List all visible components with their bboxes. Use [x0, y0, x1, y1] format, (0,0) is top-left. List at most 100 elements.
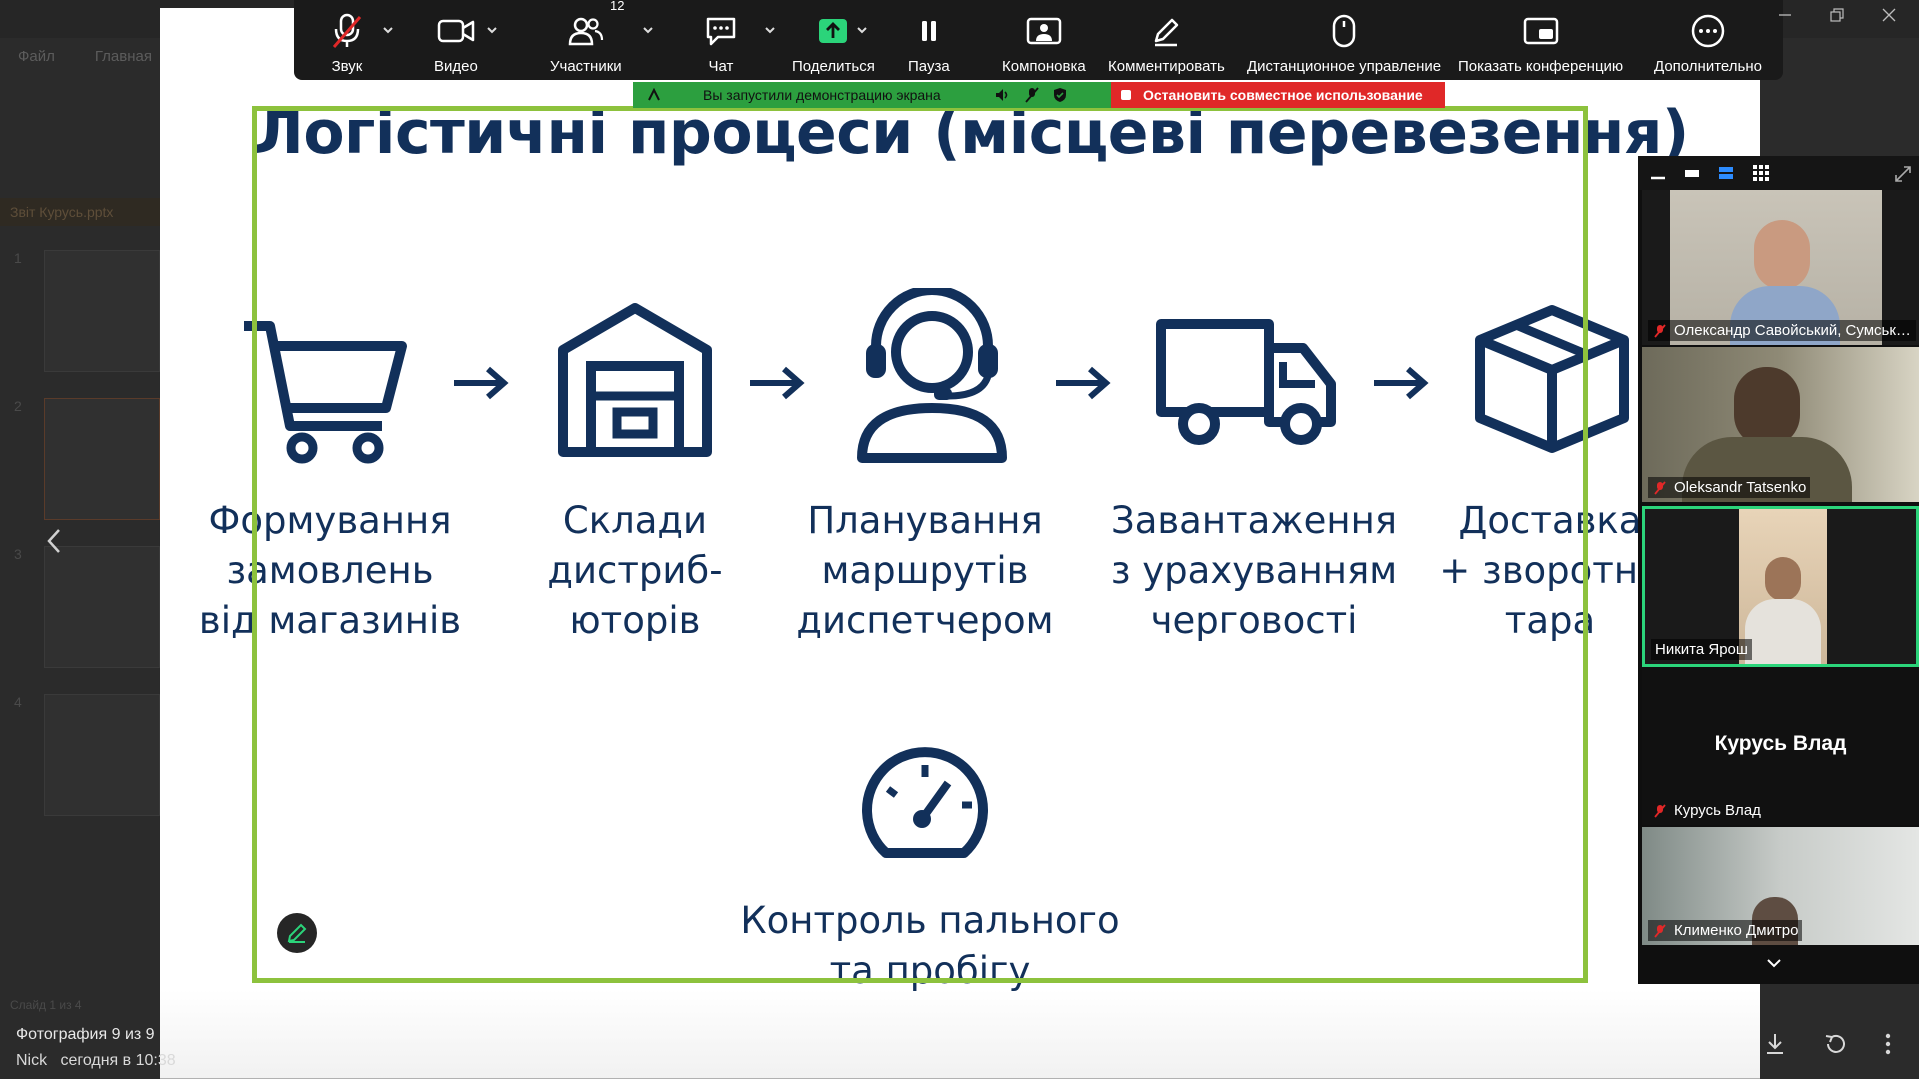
remote-control-button[interactable]: Дистанционное управление [1247, 12, 1441, 75]
share-screen-icon [819, 19, 848, 43]
share-status-icon [648, 88, 660, 101]
layout-button[interactable]: Компоновка [1002, 12, 1086, 75]
participant-name: Oleksandr Tatsenko [1648, 477, 1811, 498]
microphone-muted-icon [1654, 324, 1666, 338]
participant-display-name: Курусь Влад [1714, 732, 1847, 755]
slide-thumbnail[interactable] [44, 694, 160, 816]
participant-name: Никита Ярош [1651, 639, 1752, 660]
ppt-file-tab: Звіт Курусь.pptx [0, 198, 160, 226]
download-icon[interactable] [1764, 1032, 1786, 1061]
slide-thumbnail[interactable] [44, 250, 160, 372]
more-dots-icon [1691, 14, 1725, 48]
ppt-menu: Файл Главная [0, 48, 152, 78]
step-orders: Формування замовлень від магазинів [198, 499, 462, 642]
participant-tile[interactable]: Клименко Дмитро [1642, 827, 1919, 945]
thumb-number: 2 [14, 398, 22, 414]
ppt-status: Слайд 1 из 4 [10, 998, 82, 1012]
thumb-number: 4 [14, 694, 22, 710]
microphone-muted-icon [1654, 804, 1666, 818]
truck-icon [1155, 318, 1340, 453]
step-fuel-control: Контроль пального та пробігу [740, 899, 1120, 992]
arrow-right-icon [1056, 366, 1111, 400]
video-camera-icon [437, 19, 475, 43]
previous-photo-icon[interactable] [44, 526, 64, 564]
step-warehouses: Склади дистриб- юторів [547, 499, 723, 642]
annotate-button[interactable]: Комментировать [1108, 12, 1225, 75]
viewer-caption: Фотография 9 из 9 Nick сегодня в 10:38 [16, 1022, 176, 1074]
share-status-text: Вы запустили демонстрацию экрана [703, 87, 941, 103]
zoom-toolbar: Звук Видео Участники 12 [294, 0, 1783, 80]
viewer-bottom-fade [160, 990, 1760, 1079]
chevron-down-icon[interactable] [642, 24, 654, 36]
participant-name: Курусь Влад [1648, 800, 1765, 821]
video-button[interactable]: Видео [434, 12, 478, 75]
show-meeting-button[interactable]: Показать конференцию [1458, 12, 1623, 75]
mouse-icon [1332, 14, 1356, 48]
stop-share-button[interactable]: Остановить совместное использование [1111, 82, 1445, 108]
photo-slide: Логістичні процеси (місцеві перевезення)… [160, 8, 1760, 1078]
shield-icon[interactable] [1053, 87, 1067, 103]
chevron-down-icon[interactable] [486, 24, 498, 36]
participant-video [1642, 347, 1919, 502]
participant-tile[interactable]: Курусь Влад Курусь Влад [1642, 670, 1919, 825]
participants-button[interactable]: Участники [550, 12, 622, 75]
participant-tile-active[interactable]: Никита Ярош [1642, 506, 1919, 667]
restore-icon[interactable] [1830, 8, 1844, 27]
participant-name: Клименко Дмитро [1648, 920, 1803, 941]
box-icon [1472, 304, 1632, 459]
participant-tile[interactable]: Олександр Савойський, Сумськи... [1642, 190, 1919, 345]
minimize-panel-icon[interactable] [1650, 168, 1666, 180]
chevron-down-icon[interactable] [1764, 956, 1784, 970]
speaker-view-icon[interactable] [1684, 167, 1700, 179]
microphone-muted-icon [1654, 924, 1666, 938]
pause-share-button[interactable]: Пауза [908, 12, 950, 75]
step-route-planning: Планування маршрутів диспетчером [796, 499, 1054, 642]
participant-tile[interactable]: Oleksandr Tatsenko [1642, 347, 1919, 502]
step-loading: Завантаження з урахуванням черговості [1110, 499, 1398, 642]
microphone-muted-icon[interactable] [1025, 87, 1039, 103]
pencil-icon [287, 923, 307, 943]
speaker-icon[interactable] [995, 88, 1011, 102]
pause-icon [921, 21, 936, 41]
sender-name: Nick [16, 1052, 48, 1069]
annotate-pen-button[interactable] [277, 913, 317, 953]
share-frame [252, 106, 1588, 983]
warehouse-icon [555, 300, 715, 465]
photo-counter: Фотография 9 из 9 [16, 1026, 155, 1043]
close-icon[interactable] [1882, 8, 1896, 27]
thumb-number: 1 [14, 250, 22, 266]
ppt-menu-file[interactable]: Файл [18, 48, 55, 65]
arrow-right-icon [1374, 366, 1429, 400]
sent-time: сегодня в 10:38 [60, 1052, 176, 1069]
stop-square-icon [1121, 90, 1131, 100]
thumb-number: 3 [14, 546, 22, 562]
strip-view-icon[interactable] [1718, 165, 1734, 181]
chevron-down-icon[interactable] [382, 24, 394, 36]
headset-operator-icon [850, 285, 1015, 468]
participants-panel: Олександр Савойський, Сумськи... Oleksan… [1638, 156, 1919, 984]
participants-count: 12 [610, 0, 625, 13]
audio-button[interactable]: Звук [330, 12, 364, 75]
slide-thumbnail[interactable] [44, 546, 160, 668]
slide-thumbnail[interactable] [44, 398, 160, 520]
minimize-icon[interactable] [1778, 8, 1792, 27]
gallery-view-icon[interactable] [1752, 164, 1770, 182]
speedometer-icon [860, 743, 990, 864]
participant-video [1739, 509, 1827, 664]
more-button[interactable]: Дополнительно [1654, 12, 1762, 75]
ppt-menu-home[interactable]: Главная [94, 48, 152, 65]
expand-icon[interactable] [1894, 165, 1912, 183]
chevron-down-icon[interactable] [856, 24, 868, 36]
pen-icon [1155, 18, 1179, 47]
share-screen-button[interactable]: Поделиться [792, 12, 875, 75]
panel-header [1638, 156, 1919, 190]
microphone-muted-icon [1654, 481, 1666, 495]
chevron-down-icon[interactable] [764, 24, 776, 36]
arrow-right-icon [750, 366, 805, 400]
rotate-icon[interactable] [1822, 1032, 1848, 1061]
chat-button[interactable]: Чат [704, 12, 738, 75]
stop-share-label: Остановить совместное использование [1143, 87, 1423, 103]
participant-name: Олександр Савойський, Сумськи... [1648, 320, 1916, 341]
more-vertical-icon[interactable] [1884, 1032, 1892, 1061]
participants-icon [568, 17, 603, 46]
